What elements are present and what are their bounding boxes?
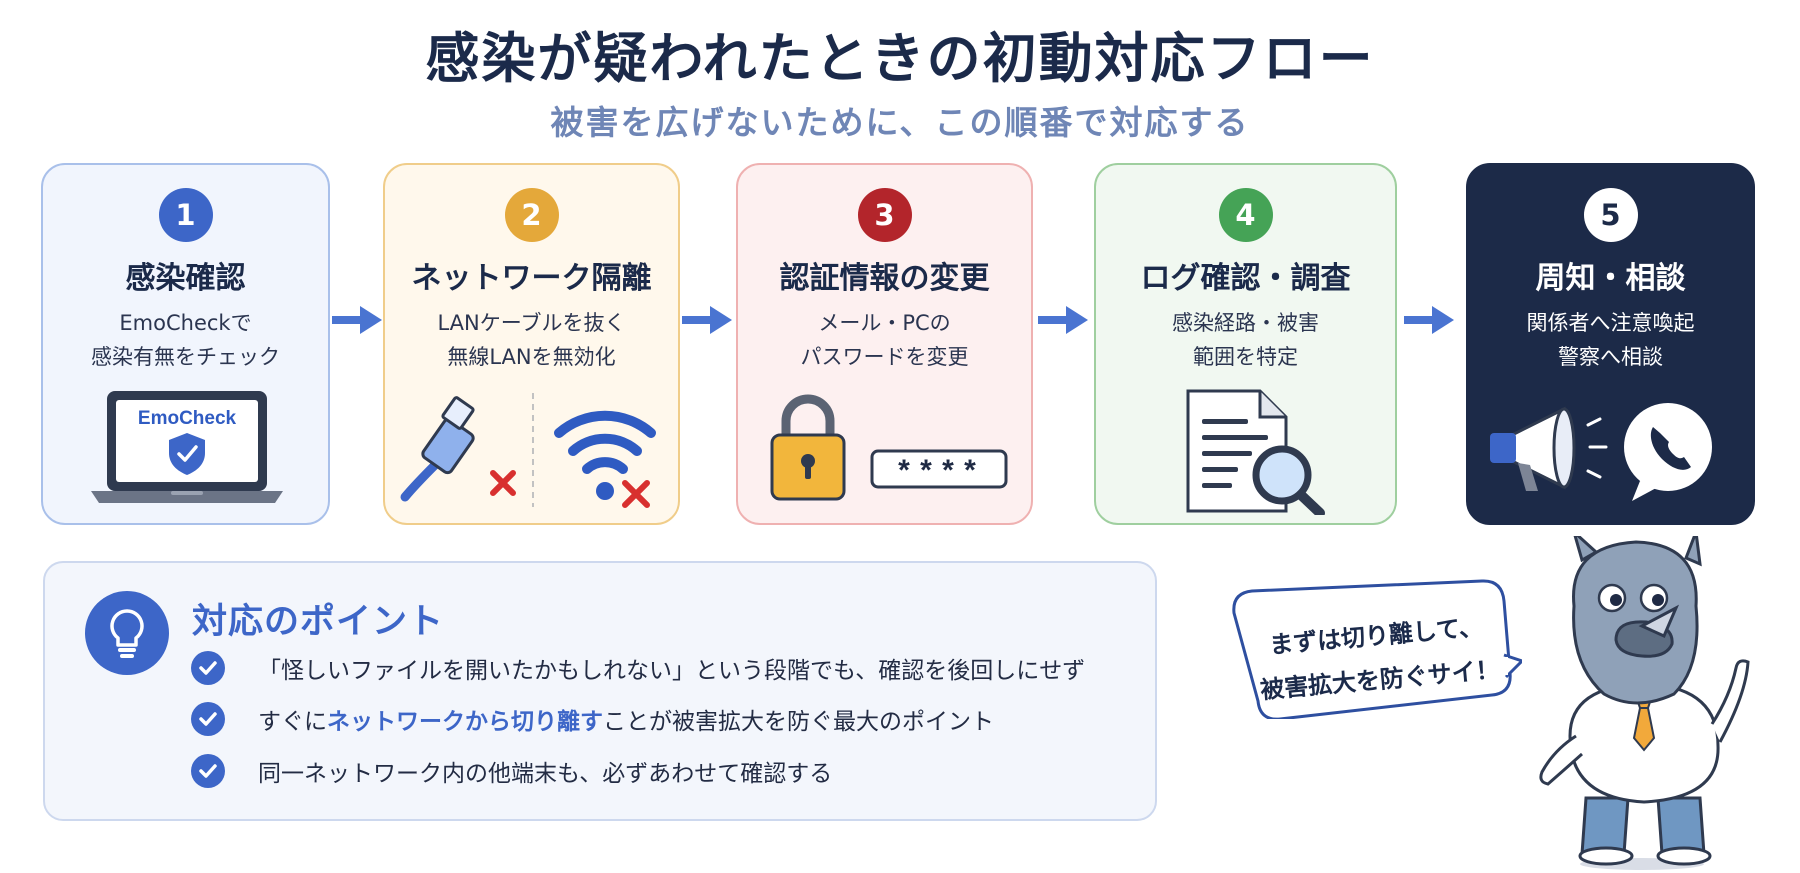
step-description-line: パスワードを変更 [800,345,969,369]
key-point-item: 「怪しいファイルを開いたかもしれない」という段階でも、確認を後回しにせず [191,650,1085,686]
rhino-mascot [1539,536,1750,870]
key-point-text: すぐにネットワークから切り離すことが被害拡大を防ぐ最大のポイント [258,709,994,735]
checkmark-icon [191,754,225,788]
flow-arrow-icon [1404,306,1454,334]
step-card-4: 4 ログ確認・調査 感染経路・被害 範囲を特定 [1094,163,1397,525]
lightbulb-icon [85,591,169,675]
key-point-item: すぐにネットワークから切り離すことが被害拡大を防ぐ最大のポイント [191,701,994,737]
emocheck-label: EmoCheck [138,408,237,429]
step-description-line: 無線LANを無効化 [447,345,616,369]
page-subtitle: 被害を広げないために、この順番で対応する [550,103,1250,142]
step-description: LANケーブルを抜く 無線LANを無効化 [385,306,678,374]
step-description-line: 関係者へ注意喚起 [1526,311,1695,335]
key-point-text: 同一ネットワーク内の他端末も、必ずあわせて確認する [258,761,833,787]
step-description-line: LANケーブルを抜く [437,311,626,335]
step-number-badge: 5 [1583,188,1638,242]
svg-text:****: **** [895,457,983,491]
document-magnifier-icon [1096,387,1395,518]
checkmark-icon [191,702,225,736]
checkmark-icon [191,651,225,685]
step-description-line: 警察へ相談 [1558,345,1663,369]
step-number-badge: 4 [1218,188,1273,242]
flow-arrow-icon [332,306,382,334]
key-points-title: 対応のポイント [192,602,445,642]
step-description-line: EmoCheckで [119,311,252,335]
flow-arrow-icon [682,306,732,334]
step-description: 関係者へ注意喚起 警察へ相談 [1468,306,1753,374]
step-title: 認証情報の変更 [779,261,990,296]
step-card-2: 2 ネットワーク隔離 LANケーブルを抜く 無線LANを無効化 [383,163,680,525]
password-field-icon: **** [870,449,1008,491]
step-card-3: 3 認証情報の変更 メール・PCの パスワードを変更 **** [736,163,1033,525]
laptop-icon: EmoCheck [43,387,328,515]
megaphone-icon [1490,406,1608,491]
phone-bubble-icon [1624,403,1712,501]
speech-bubble [1232,579,1522,719]
step-description: EmoCheckで 感染有無をチェック [43,306,328,374]
step-description: 感染経路・被害 範囲を特定 [1096,306,1395,374]
wifi-icon [554,410,656,508]
key-point-item: 同一ネットワーク内の他端末も、必ずあわせて確認する [191,753,832,789]
step-number-badge: 3 [857,188,912,242]
key-point-highlight: ネットワークから切り離す [327,709,603,735]
flow-arrow-icon [1038,306,1088,334]
page-title: 感染が疑われたときの初動対応フロー [425,27,1375,90]
notify-icons [1468,387,1753,515]
step-description-line: 感染経路・被害 [1172,311,1319,335]
disconnect-icons [385,387,678,515]
step-description-line: 感染有無をチェック [91,345,280,369]
step-card-5: 5 周知・相談 関係者へ注意喚起 警察へ相談 [1466,163,1755,525]
lan-cable-icon [400,396,516,502]
step-description-line: 範囲を特定 [1193,345,1298,369]
step-description-line: メール・PCの [818,311,951,335]
step-card-1: 1 感染確認 EmoCheckで 感染有無をチェック EmoCheck [41,163,330,525]
padlock-icon [770,394,846,501]
key-point-text: 「怪しいファイルを開いたかもしれない」という段階でも、確認を後回しにせず [258,658,1086,684]
step-number-badge: 1 [158,188,213,242]
shield-check-icon [169,433,205,475]
credential-icons: **** [738,387,1031,515]
step-title: ネットワーク隔離 [411,261,652,296]
step-number-badge: 2 [504,188,559,242]
step-description: メール・PCの パスワードを変更 [738,306,1031,374]
step-title: 周知・相談 [1535,261,1686,296]
key-points-panel: 対応のポイント 「怪しいファイルを開いたかもしれない」という段階でも、確認を後回… [43,561,1157,821]
step-title: ログ確認・調査 [1140,261,1351,296]
step-title: 感染確認 [125,261,246,296]
